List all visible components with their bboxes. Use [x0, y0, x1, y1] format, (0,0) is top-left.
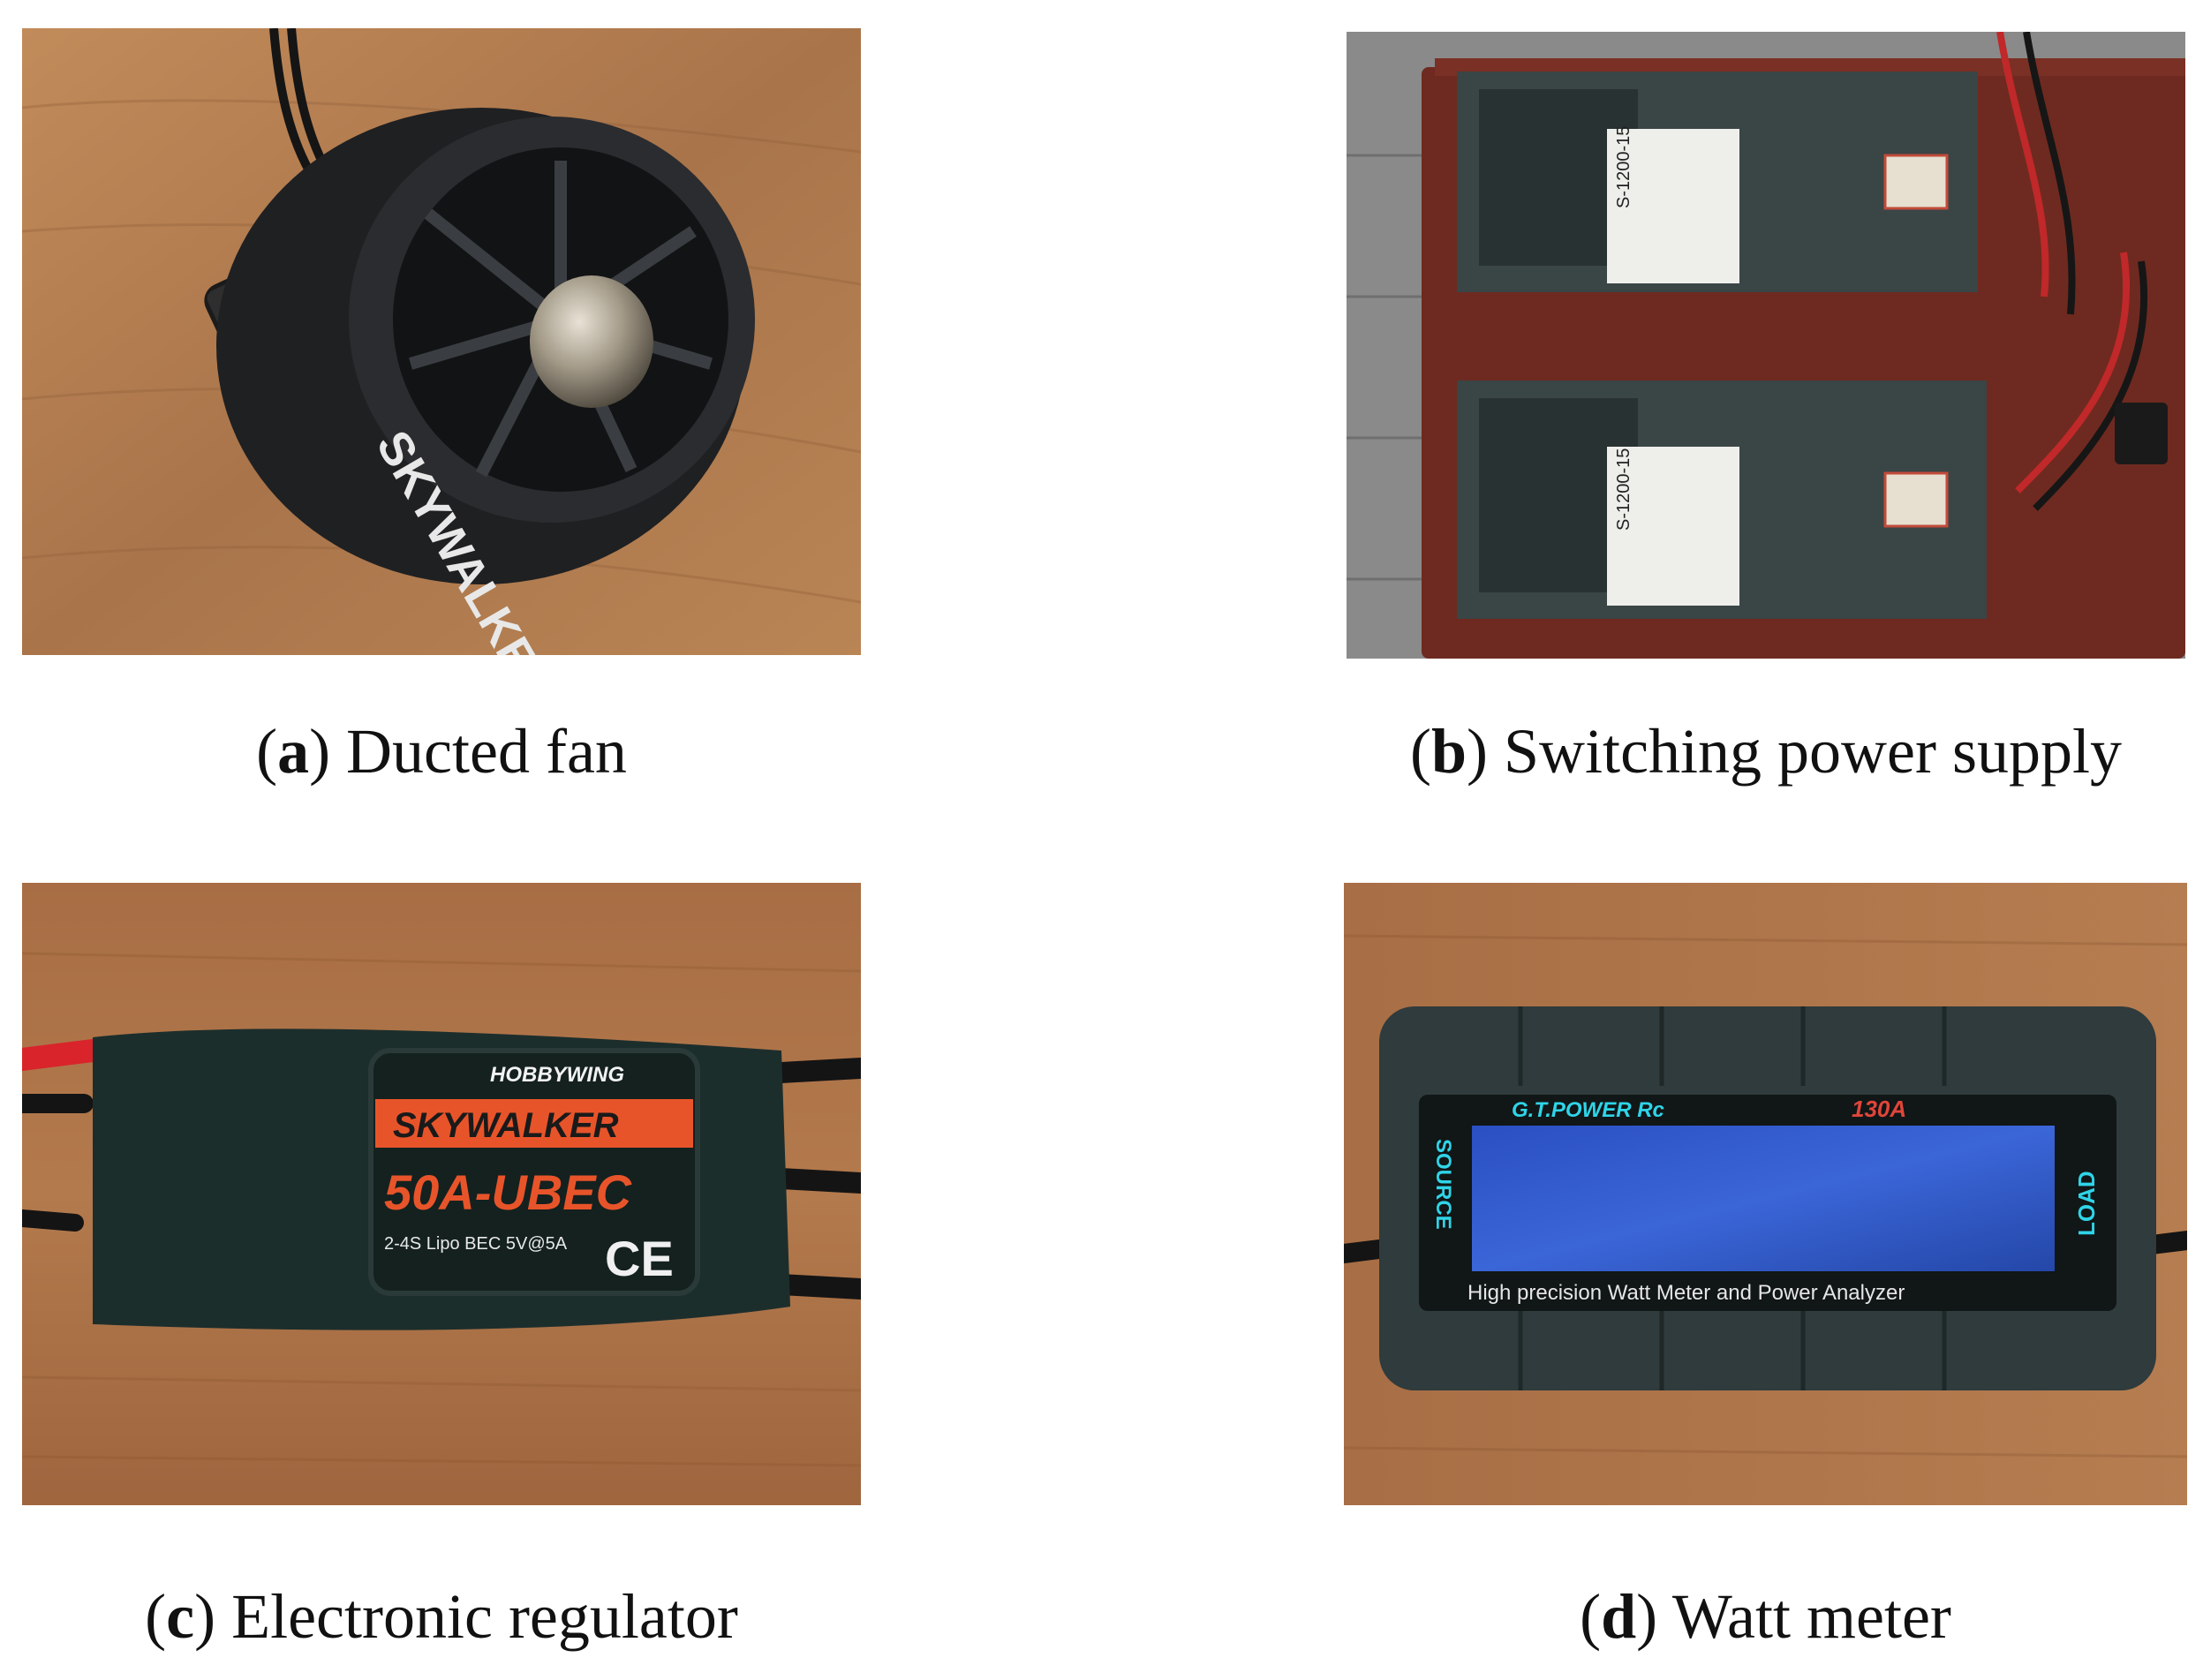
electronic-regulator-photo: HOBBYWING SKYWALKER 50A-UBEC 2-4S Lipo B… [22, 883, 861, 1505]
caption-b: (b) Switching power supply [1410, 716, 2122, 787]
caption-d: (d) Watt meter [1580, 1581, 1951, 1652]
meter-source-text: SOURCE [1431, 1139, 1455, 1230]
caption-c: (c) Electronic regulator [145, 1581, 738, 1652]
caption-d-letter: d [1601, 1581, 1637, 1652]
caption-b-letter: b [1430, 716, 1467, 787]
watt-meter-photo: G.T.POWER Rc 130A SOURCE LOAD High preci… [1344, 883, 2187, 1505]
psu2-model: S-1200-15 [1614, 448, 1633, 531]
meter-load-text: LOAD [2073, 1171, 2100, 1236]
caption-c-text: Electronic regulator [231, 1581, 738, 1652]
caption-d-text: Watt meter [1671, 1581, 1951, 1652]
psu1-model: S-1200-15 [1614, 126, 1633, 208]
caption-a-text: Ducted fan [346, 716, 627, 787]
meter-brand-text: G.T.POWER Rc [1512, 1098, 1664, 1122]
svg-text:CE: CE [605, 1231, 674, 1286]
esc-brand-text: HOBBYWING [490, 1063, 624, 1087]
esc-rating-text: 50A-UBEC [384, 1164, 633, 1220]
caption-a-letter: a [277, 716, 310, 787]
meter-tagline-text: High precision Watt Meter and Power Anal… [1467, 1281, 1905, 1305]
caption-a: (a) Ducted fan [256, 716, 627, 787]
caption-b-text: Switching power supply [1504, 716, 2122, 787]
ducted-fan-photo: SKYWALKER [22, 28, 861, 655]
meter-rating-text: 130A [1852, 1096, 1906, 1122]
caption-c-letter: c [166, 1581, 195, 1652]
esc-spec-text: 2-4S Lipo BEC 5V@5A [384, 1234, 568, 1254]
esc-name-text: SKYWALKER [393, 1106, 619, 1145]
power-supply-photo: S-1200-15 S-1200-15 [1347, 32, 2185, 659]
